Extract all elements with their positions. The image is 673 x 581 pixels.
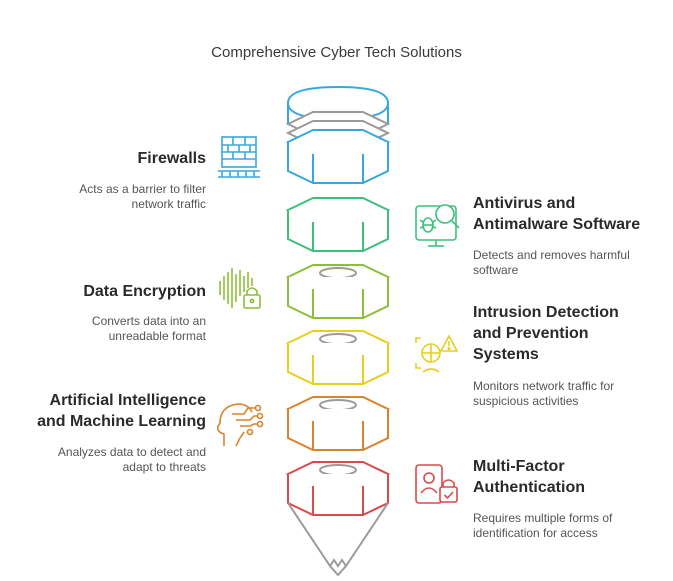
pencil-top-cap <box>285 85 391 184</box>
brick-wall-icon <box>218 136 260 178</box>
hex-section-encryption <box>285 264 391 319</box>
desc-antivirus: Detects and removes harmful software <box>473 248 630 277</box>
heading-encryption: Data Encryption <box>83 283 206 300</box>
heading-ai: Artificial Intelligence and Machine Lear… <box>37 392 206 430</box>
desc-ai: Analyzes data to detect and adapt to thr… <box>57 445 206 474</box>
heading-firewalls: Firewalls <box>137 150 206 167</box>
heading-mfa: Multi-Factor Authentication <box>473 458 585 496</box>
desc-mfa: Requires multiple forms of identificatio… <box>473 511 613 540</box>
heading-antivirus: Antivirus and Antimalware Software <box>473 195 641 233</box>
desc-intrusion: Monitors network traffic for suspicious … <box>473 379 615 408</box>
hex-section-intrusion <box>285 330 391 385</box>
hex-section-ai <box>285 396 391 451</box>
desc-encryption: Converts data into an unreadable format <box>91 314 206 343</box>
hex-section-mfa <box>285 461 391 516</box>
intrusion-warning-icon <box>415 334 459 373</box>
sound-wave-lock-icon <box>219 268 261 309</box>
diagram-title: Comprehensive Cyber Tech Solutions <box>211 44 462 61</box>
desc-firewalls: Acts as a barrier to filter network traf… <box>79 182 206 211</box>
heading-intrusion: Intrusion Detection and Prevention Syste… <box>473 304 619 363</box>
pencil-tip <box>287 502 389 577</box>
ai-head-icon <box>216 403 264 447</box>
hex-section-antivirus <box>285 197 391 252</box>
id-lock-icon <box>415 464 458 504</box>
bug-search-icon <box>415 204 460 247</box>
